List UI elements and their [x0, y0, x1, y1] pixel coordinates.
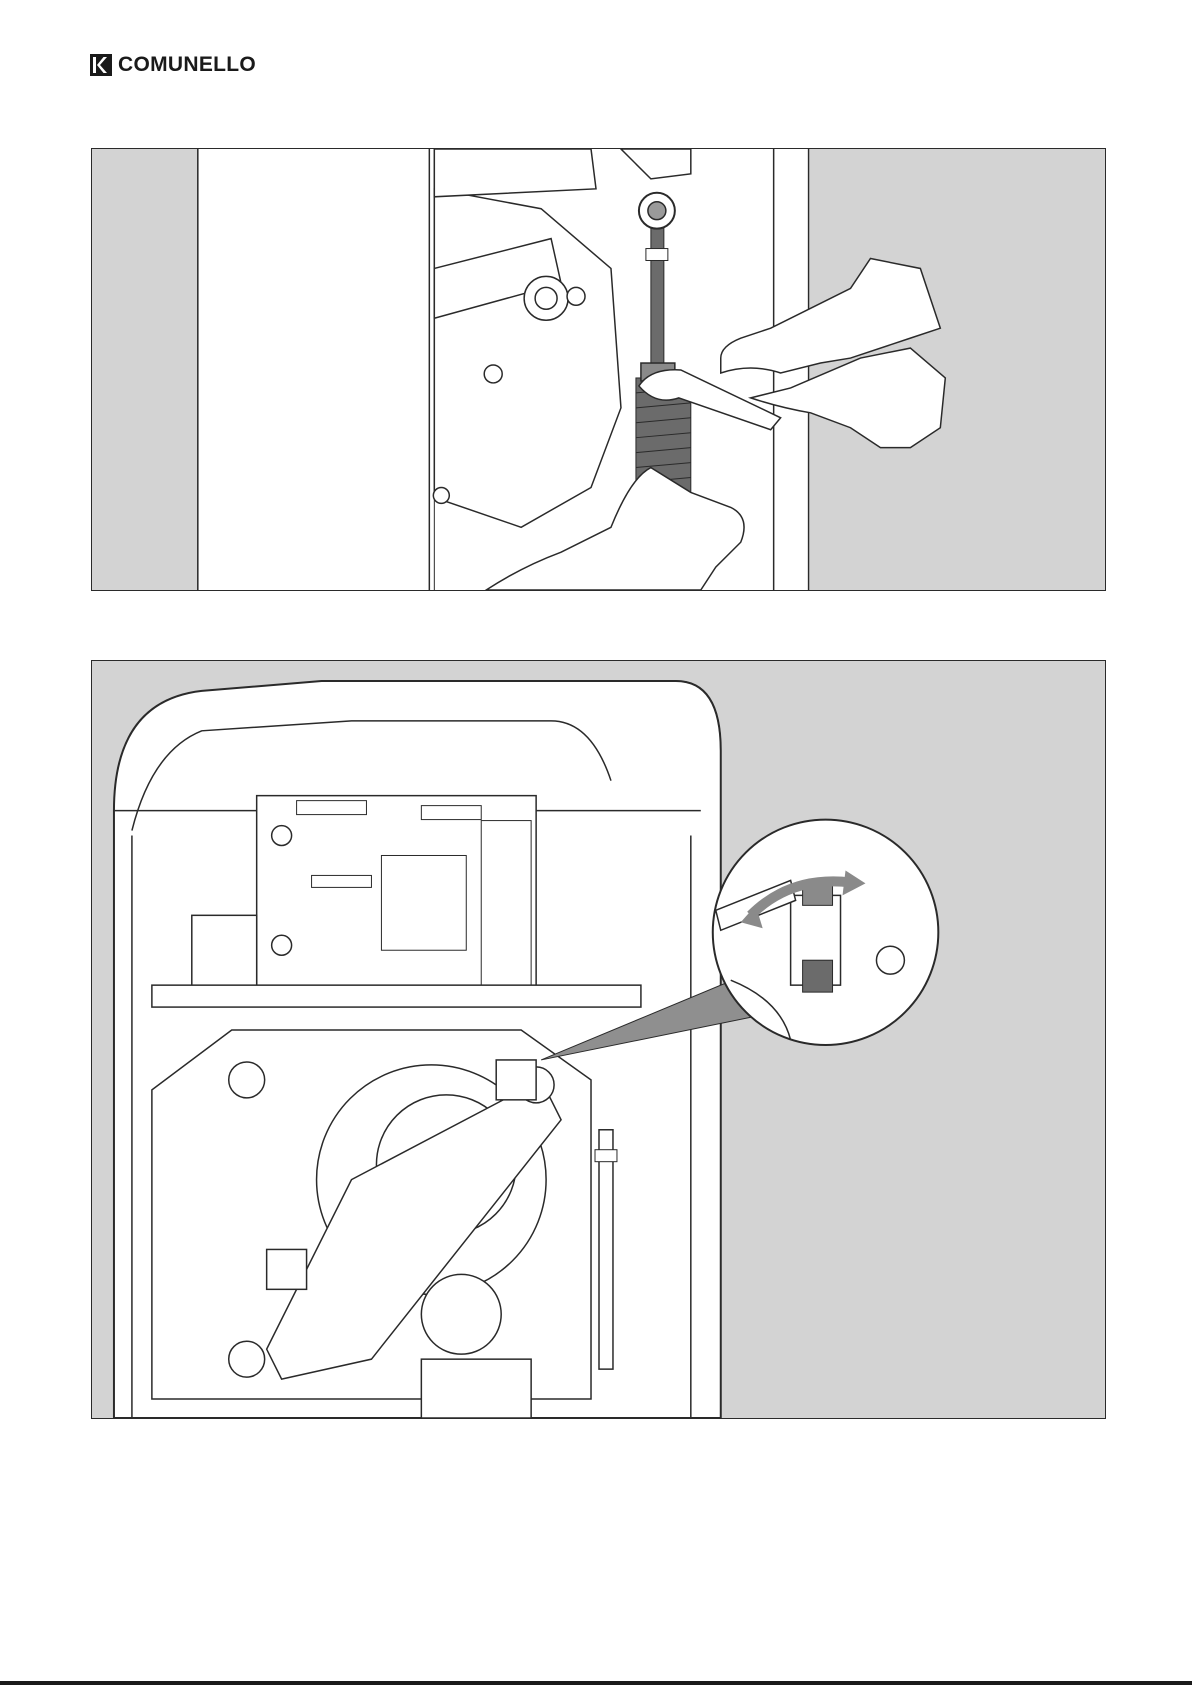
barrier-cabinet-illustration	[91, 660, 1106, 1419]
bottom-rule	[0, 1681, 1192, 1685]
brand-name: COMUNELLO	[118, 54, 256, 76]
wrench-spring-illustration	[92, 149, 1105, 590]
spring-adjustment-illustration	[91, 148, 1106, 591]
comunello-k-logo-icon	[90, 54, 112, 76]
cabinet-detail-illustration	[92, 661, 1105, 1418]
brand-logo: COMUNELLO	[90, 54, 256, 76]
